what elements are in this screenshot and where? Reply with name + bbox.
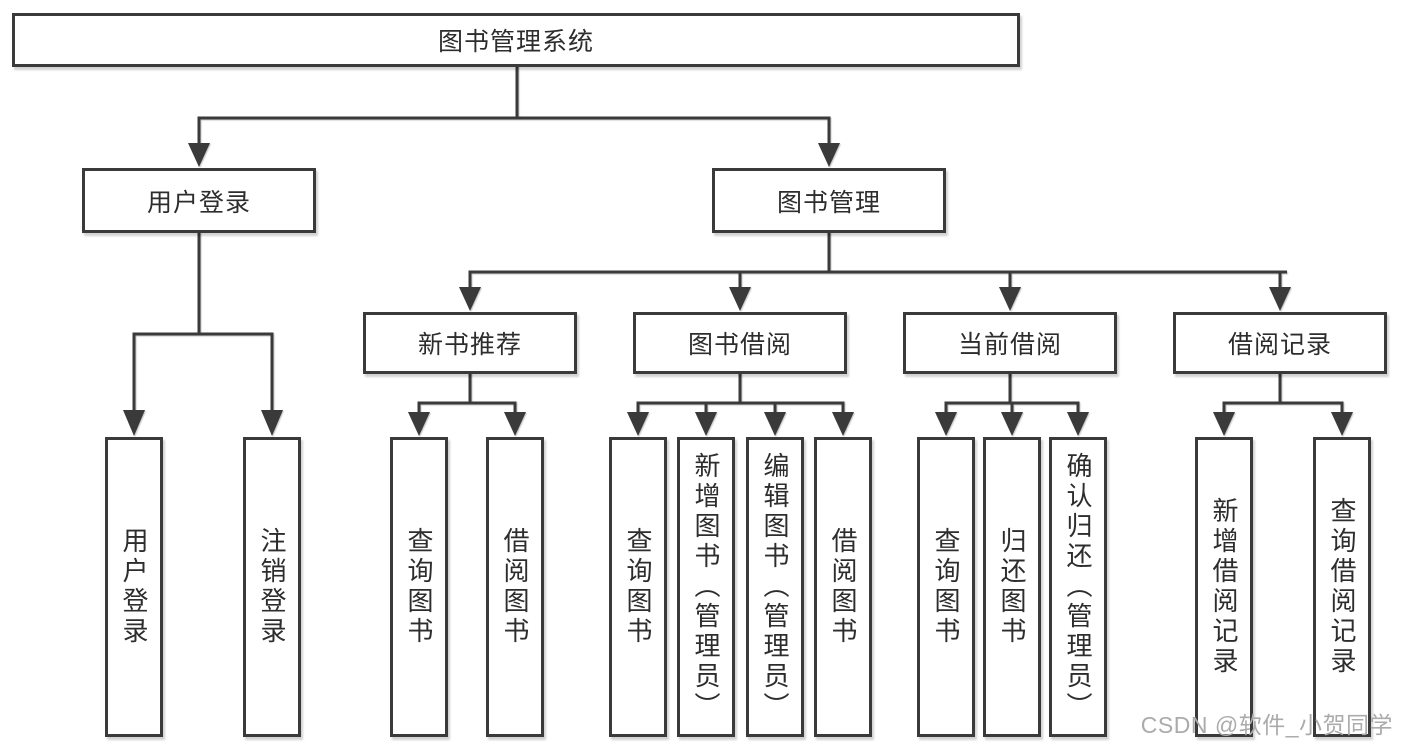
node-current-borrow: 当前借阅 (903, 312, 1117, 374)
leaf-query-borrow-record-label: 查询借阅记录 (1327, 497, 1357, 677)
node-book-borrow: 图书借阅 (633, 312, 847, 374)
leaf-add-book-admin-label: 新增图书（管理员） (691, 452, 721, 722)
node-user-login-label: 用户登录 (146, 188, 251, 217)
arrow-leaf-query-books-1 (408, 412, 430, 436)
leaf-confirm-return-admin-label: 确认归还（管理员） (1063, 452, 1093, 722)
node-borrow-records: 借阅记录 (1173, 312, 1387, 374)
connector-level2-rail (197, 116, 831, 146)
arrow-leaf-query-books-2 (627, 412, 649, 436)
leaf-query-books-3-label: 查询图书 (931, 527, 961, 647)
leaf-logout-login: 注销登录 (243, 437, 301, 737)
arrow-user-login (188, 143, 210, 167)
leaf-add-borrow-record-label: 新增借阅记录 (1209, 497, 1239, 677)
arrow-borrow-records (1269, 287, 1291, 311)
node-book-borrow-label: 图书借阅 (687, 331, 792, 359)
node-root-label: 图书管理系统 (437, 28, 594, 56)
leaf-return-book-label: 归还图书 (997, 527, 1027, 647)
node-root: 图书管理系统 (12, 13, 1020, 67)
node-current-borrow-label: 当前借阅 (957, 331, 1062, 359)
leaf-query-books-2-label: 查询图书 (623, 527, 653, 647)
arrow-leaf-return-book (1001, 412, 1023, 436)
node-new-book-recommend-label: 新书推荐 (417, 331, 522, 359)
connector-user-login-rail (132, 332, 274, 412)
arrow-leaf-add-borrow-record (1213, 412, 1235, 436)
node-book-management: 图书管理 (712, 168, 946, 233)
leaf-edit-book-admin: 编辑图书（管理员） (746, 437, 804, 737)
arrow-new-book-recommend (459, 287, 481, 311)
arrow-leaf-query-borrow-record (1331, 412, 1353, 436)
arrow-leaf-borrow-books-2 (832, 412, 854, 436)
leaf-borrow-books-1: 借阅图书 (486, 437, 544, 737)
arrow-leaf-edit-book (764, 412, 786, 436)
arrow-leaf-user-login (123, 410, 145, 436)
connector-book-borrow-rail (636, 401, 845, 414)
leaf-logout-login-label: 注销登录 (257, 527, 287, 647)
arrow-leaf-query-books-3 (935, 412, 957, 436)
connector-level3-rail (468, 270, 1287, 290)
leaf-borrow-books-2-label: 借阅图书 (828, 527, 858, 647)
watermark: CSDN @软件_小贺同学 (1140, 712, 1393, 738)
leaf-query-borrow-record: 查询借阅记录 (1313, 437, 1371, 737)
leaf-query-books-2: 查询图书 (609, 437, 667, 737)
arrow-leaf-logout (261, 410, 283, 436)
leaf-borrow-books-2: 借阅图书 (814, 437, 872, 737)
arrow-book-borrow (729, 287, 751, 311)
node-new-book-recommend: 新书推荐 (363, 312, 577, 374)
leaf-add-borrow-record: 新增借阅记录 (1195, 437, 1253, 737)
node-book-management-label: 图书管理 (776, 188, 881, 217)
arrow-book-management (818, 143, 840, 167)
leaf-confirm-return-admin: 确认归还（管理员） (1049, 437, 1107, 737)
leaf-query-books-1: 查询图书 (390, 437, 448, 737)
arrow-leaf-confirm-return (1067, 412, 1089, 436)
leaf-user-login: 用户登录 (105, 437, 163, 737)
leaf-query-books-3: 查询图书 (917, 437, 975, 737)
connector-borrow-records-rail (1222, 401, 1344, 414)
node-user-login: 用户登录 (82, 168, 316, 233)
leaf-add-book-admin: 新增图书（管理员） (677, 437, 735, 737)
arrow-current-borrow (999, 287, 1021, 311)
leaf-borrow-books-1-label: 借阅图书 (500, 527, 530, 647)
arrow-leaf-add-book (695, 412, 717, 436)
leaf-return-book: 归还图书 (983, 437, 1041, 737)
node-borrow-records-label: 借阅记录 (1227, 331, 1332, 359)
leaf-user-login-label: 用户登录 (119, 527, 149, 647)
leaf-query-books-1-label: 查询图书 (404, 527, 434, 647)
leaf-edit-book-admin-label: 编辑图书（管理员） (760, 452, 790, 722)
arrow-leaf-borrow-books-1 (504, 412, 526, 436)
connector-new-book-rail (417, 401, 517, 414)
